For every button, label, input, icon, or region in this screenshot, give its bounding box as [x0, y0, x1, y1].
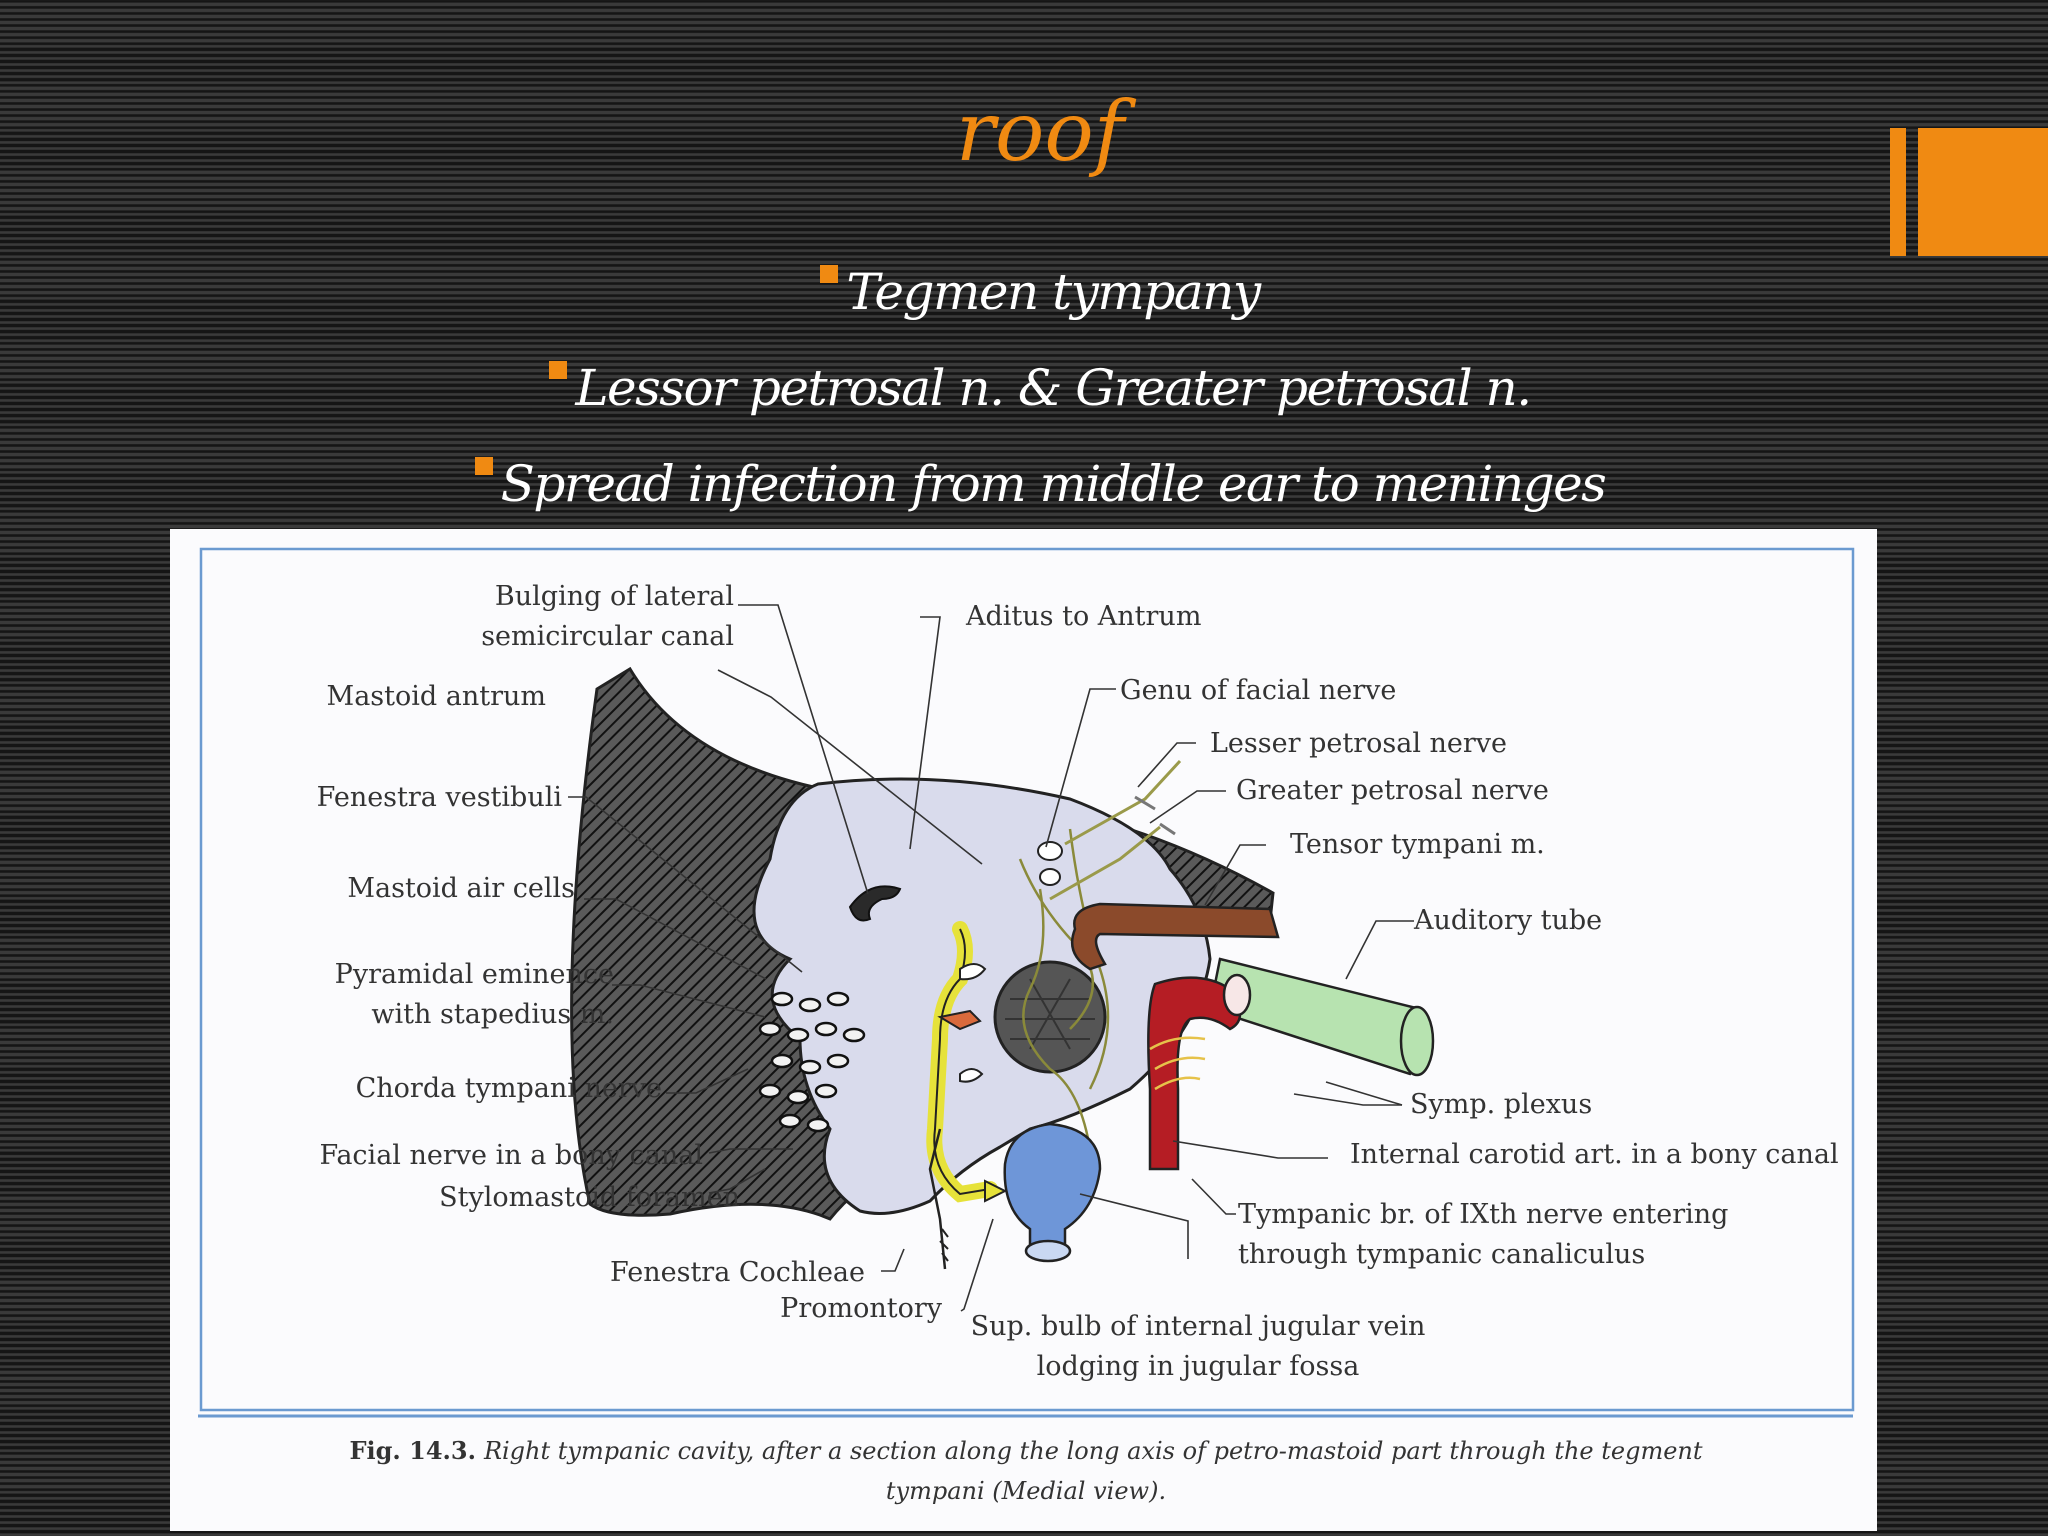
label-pyramidal-line2: with stapedius m.	[371, 999, 614, 1030]
label-tensor-tympani: Tensor tympani m.	[1290, 829, 1545, 860]
label-mastoid-air: Mastoid air cells	[347, 873, 575, 904]
label-greater-petrosal: Greater petrosal nerve	[1236, 775, 1549, 806]
square-bullet-icon	[549, 361, 568, 379]
label-aditus: Aditus to Antrum	[965, 601, 1201, 632]
anatomy-figure: Bulging of lateral semicircular canal Ad…	[170, 529, 1877, 1531]
label-tympanic-line2: through tympanic canaliculus	[1238, 1239, 1645, 1270]
accent-bar-thin	[1890, 128, 1906, 256]
caption-line1: Fig. 14.3. Right tympanic cavity, after a…	[349, 1436, 1702, 1465]
label-lesser-petrosal: Lesser petrosal nerve	[1210, 728, 1507, 759]
promontory-shape	[993, 960, 1107, 1074]
slide-title: roof	[955, 85, 1125, 180]
bullet-text: Spread infection from middle ear to meni…	[500, 455, 1607, 513]
label-fenestra-cochleae: Fenestra Cochleae	[610, 1257, 865, 1288]
label-sup-bulb-line1: Sup. bulb of internal jugular vein	[971, 1311, 1426, 1342]
label-chorda: Chorda tympani nerve	[356, 1073, 662, 1104]
stapedius-icon	[937, 1009, 982, 1031]
bullet-text: Lessor petrosal n. & Greater petrosal n.	[575, 359, 1532, 417]
label-promontory: Promontory	[780, 1293, 943, 1324]
bullet-text: Tegmen tympany	[846, 263, 1261, 321]
square-bullet-icon	[474, 457, 493, 475]
label-genu: Genu of facial nerve	[1120, 675, 1396, 706]
sympathetic-plexus	[1149, 1036, 1206, 1091]
mastoid-air-cells	[758, 991, 866, 1133]
label-auditory-tube: Auditory tube	[1413, 905, 1602, 936]
caption-text: Right tympanic cavity, after a section a…	[483, 1437, 1703, 1465]
square-bullet-icon	[820, 265, 839, 283]
figure-border	[199, 547, 1855, 1412]
label-internal-carotid: Internal carotid art. in a bony canal	[1350, 1139, 1839, 1170]
label-facial-canal: Facial nerve in a bony canal	[319, 1140, 703, 1171]
bullet-list: Tegmen tympany Lessor petrosal n. & Grea…	[0, 244, 2048, 532]
accent-bar-wide	[1918, 128, 2048, 256]
label-tympanic-line1: Tympanic br. of IXth nerve entering	[1238, 1199, 1728, 1230]
facial-nerve-arrow	[984, 1179, 1008, 1203]
bullet-item: Spread infection from middle ear to meni…	[0, 436, 2048, 532]
tympanic-cavity-diagram: Bulging of lateral semicircular canal Ad…	[198, 547, 1855, 1505]
bullet-item: Tegmen tympany	[0, 244, 2048, 340]
lateral-semicircular-canal	[848, 885, 902, 922]
lesser-petrosal-nerve	[1064, 759, 1182, 846]
label-bulging-line1: Bulging of lateral	[495, 581, 734, 612]
jugular-bulb	[1003, 1122, 1102, 1251]
label-bulging-line2: semicircular canal	[481, 621, 734, 652]
label-stylomastoid: Stylomastoid foramen	[439, 1182, 740, 1213]
label-symp-plexus: Symp. plexus	[1410, 1089, 1592, 1120]
greater-petrosal-nerve	[1049, 825, 1161, 901]
label-sup-bulb-line2: lodging in jugular fossa	[1037, 1351, 1360, 1382]
bullet-item: Lessor petrosal n. & Greater petrosal n.	[0, 340, 2048, 436]
caption-line2: tympani (Medial view).	[886, 1477, 1166, 1505]
caption-label: Fig. 14.3.	[349, 1436, 475, 1465]
label-fenestra-vestibuli: Fenestra vestibuli	[317, 782, 563, 813]
label-pyramidal-line1: Pyramidal eminence	[335, 959, 614, 990]
tensor-tympani	[1070, 902, 1280, 971]
label-mastoid-antrum: Mastoid antrum	[327, 681, 546, 712]
tympanic-cavity	[752, 777, 1212, 1215]
